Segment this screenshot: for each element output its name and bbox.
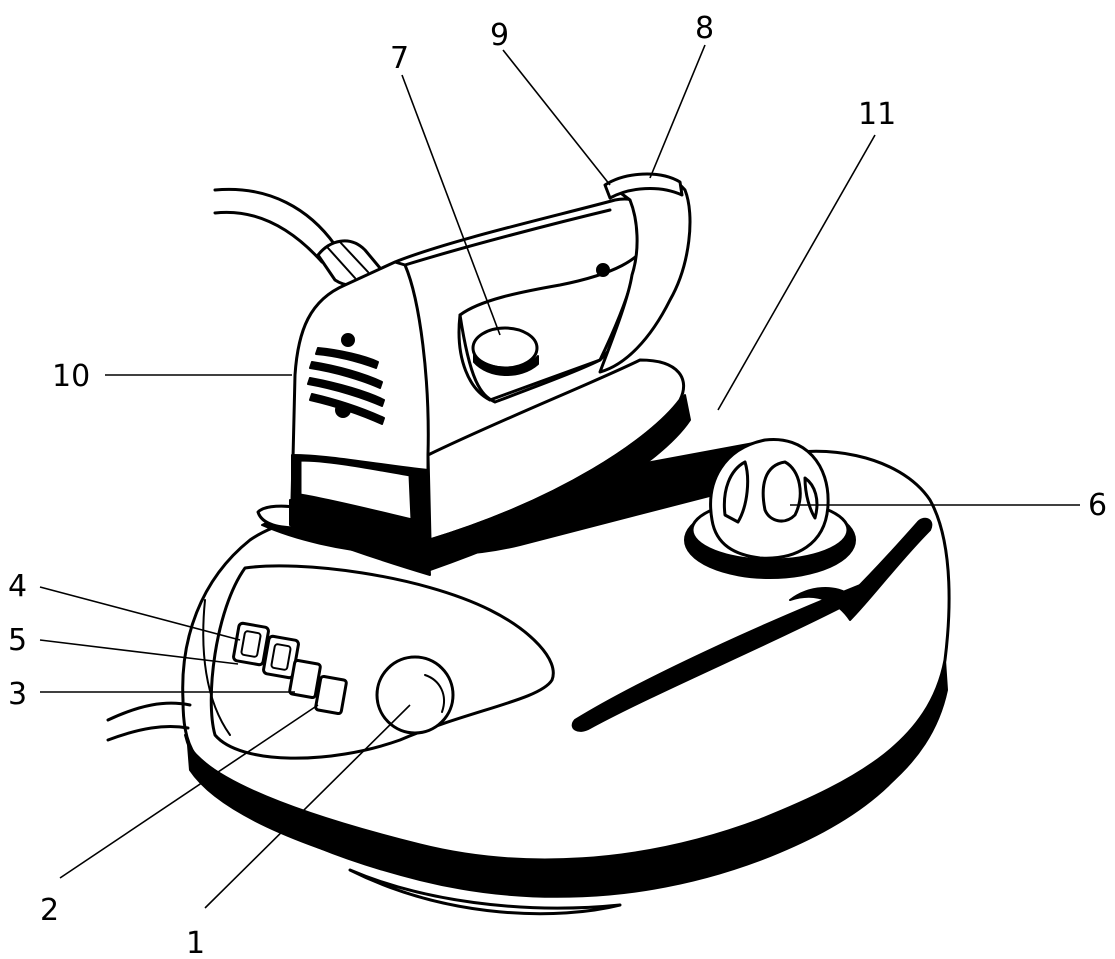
housing-screw-top xyxy=(341,333,355,347)
base-cord xyxy=(106,701,192,742)
leader-8 xyxy=(649,44,706,179)
callout-7: 7 xyxy=(390,41,409,76)
handle-front xyxy=(598,173,692,374)
vent-slot-2 xyxy=(309,361,383,389)
leader-5 xyxy=(39,639,239,665)
callout-2: 2 xyxy=(40,893,59,928)
vent-slot-1 xyxy=(315,347,379,369)
callout-3: 3 xyxy=(8,677,27,712)
base-controls xyxy=(232,437,856,735)
housing-screw-bottom xyxy=(335,402,351,418)
water-tank-cap xyxy=(709,437,830,560)
callout-numbers: 1 2 3 4 5 6 7 8 9 10 11 xyxy=(8,11,1107,959)
callout-6: 6 xyxy=(1088,488,1107,523)
control-panel-inner xyxy=(202,599,231,736)
base-underside xyxy=(348,868,622,916)
leader-1 xyxy=(204,704,411,909)
leader-11 xyxy=(717,134,876,411)
handle-grip xyxy=(403,208,612,267)
handle-front-screw xyxy=(596,263,610,277)
power-cord-lower xyxy=(213,210,324,264)
base-front-band xyxy=(187,659,948,896)
steam-control-button xyxy=(375,655,455,735)
power-cord xyxy=(213,187,337,247)
side-groove-upper xyxy=(789,517,933,621)
leader-lines xyxy=(39,44,1080,909)
handle-inner-loop xyxy=(458,278,634,404)
temperature-dial xyxy=(603,172,684,200)
callout-10: 10 xyxy=(52,359,90,394)
callout-4: 4 xyxy=(8,569,27,604)
vent-slot-3 xyxy=(307,377,385,407)
switch-4 xyxy=(232,621,270,667)
leader-4 xyxy=(39,586,241,641)
switch-3 xyxy=(288,658,322,700)
callout-11: 11 xyxy=(858,97,896,132)
leader-2 xyxy=(59,704,319,879)
switch-2 xyxy=(314,674,348,716)
steam-iron xyxy=(213,172,692,576)
callout-5: 5 xyxy=(8,623,27,658)
sole-plate-black-edge xyxy=(427,394,691,571)
control-panel xyxy=(209,564,555,760)
leader-9 xyxy=(502,49,611,186)
callout-9: 9 xyxy=(490,18,509,53)
callout-8: 8 xyxy=(695,11,714,46)
leader-7 xyxy=(401,74,501,336)
callout-1: 1 xyxy=(186,926,205,959)
